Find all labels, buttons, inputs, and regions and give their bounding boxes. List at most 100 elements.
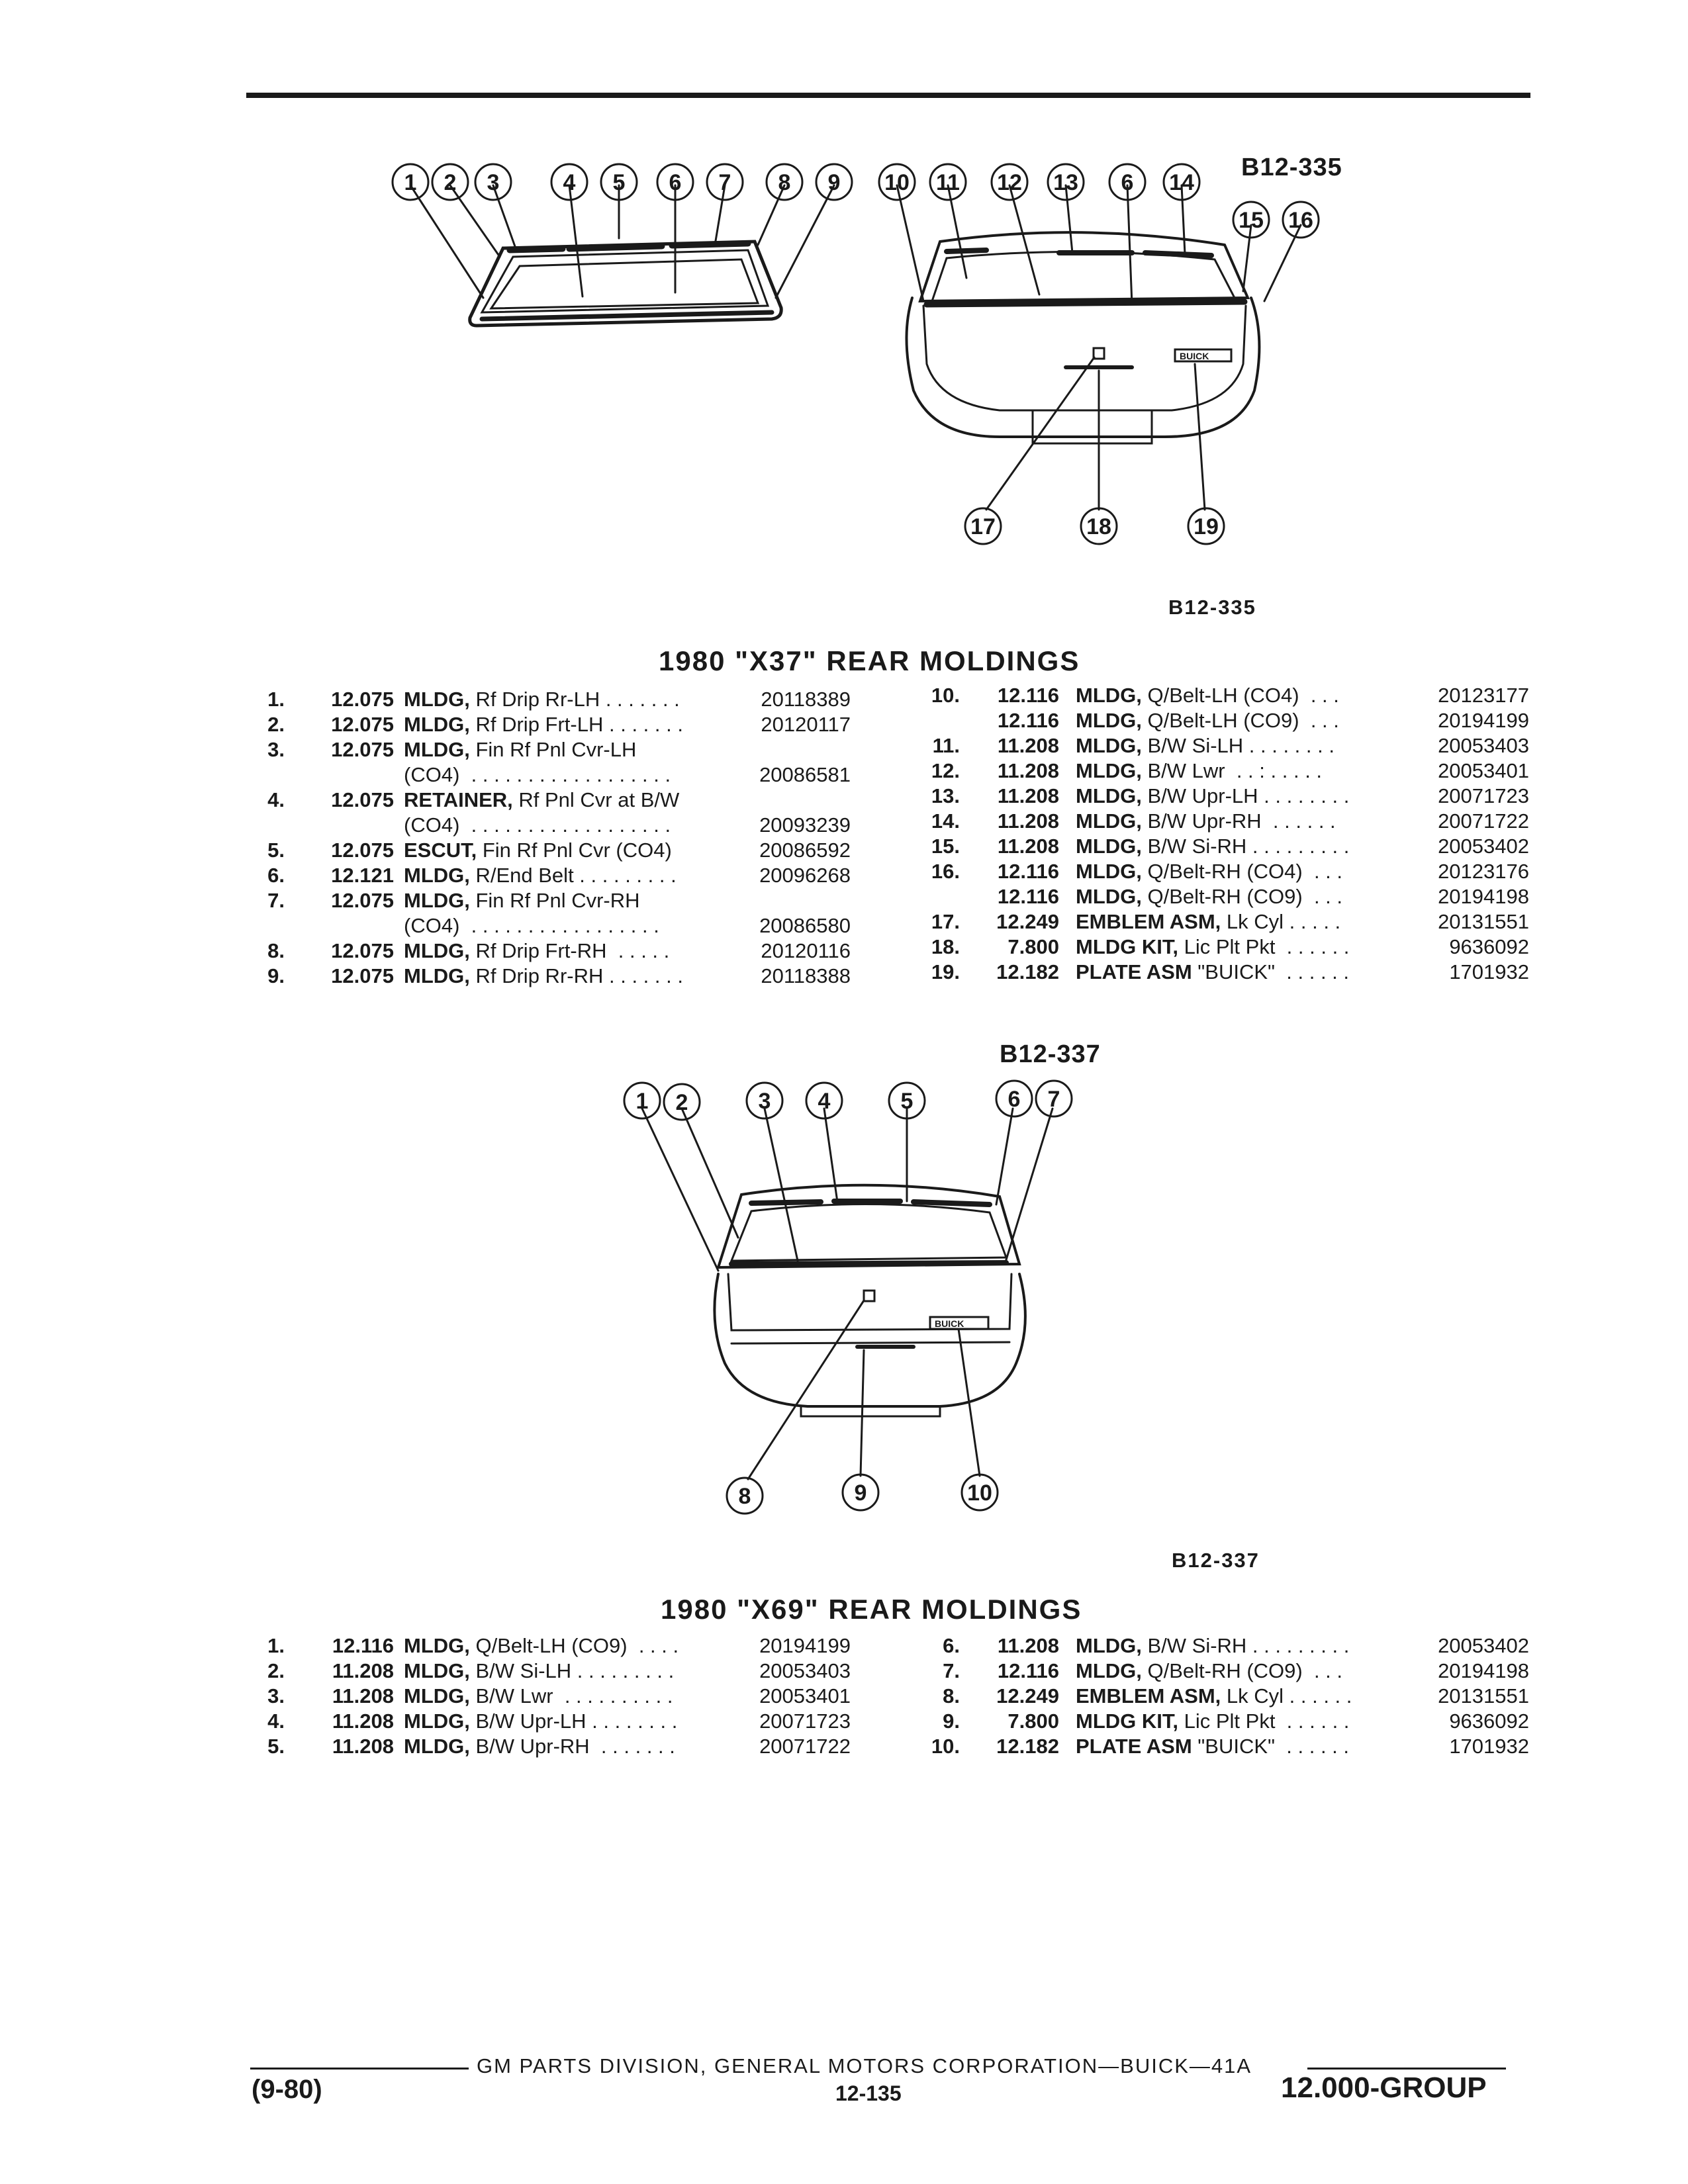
part-number: 20053402	[1438, 835, 1529, 858]
svg-text:12: 12	[997, 170, 1022, 195]
part-number: 20194198	[1438, 885, 1529, 908]
callout-14: 14	[1162, 163, 1201, 201]
item-number: 16.	[931, 860, 960, 883]
part-number: 20071723	[759, 1709, 851, 1733]
part-modifier: B/W Upr-RH	[469, 1735, 590, 1758]
x69-diagram: BUICK 1 2 3 4 5 6 7 8 9 10	[623, 1079, 1073, 1515]
group-number: 12.075	[331, 713, 394, 736]
svg-text:14: 14	[1169, 170, 1194, 195]
part-number: 20131551	[1438, 910, 1529, 933]
group-number: 12.075	[331, 889, 394, 912]
item-number: 7.	[267, 889, 285, 912]
item-number: 12.	[931, 759, 960, 782]
leader-dots: . . . . . . . . .	[573, 864, 682, 887]
leader-dots: . . . . . . . . . . . . . . . . . .	[459, 763, 677, 786]
part-modifier: R/End Belt	[469, 864, 574, 887]
part-description: EMBLEM ASM, Lk Cyl . . . . .	[1076, 909, 1346, 934]
part-noun: MLDG,	[1076, 734, 1142, 757]
group-number: 11.208	[997, 835, 1059, 858]
x37-diagram: BUICK 1 2 3 4 5 6 7 8 9 10 11	[391, 163, 1320, 545]
part-number: 20071722	[1438, 809, 1529, 833]
part-noun: ESCUT,	[404, 839, 477, 862]
callout-9: 9	[841, 1473, 880, 1512]
part-number: 9636092	[1449, 935, 1529, 958]
leader-dots: . . . . . . . .	[586, 1709, 683, 1733]
part-description: ESCUT, Fin Rf Pnl Cvr (CO4)	[404, 838, 677, 863]
part-noun: MLDG,	[1076, 1659, 1142, 1682]
group-number: 7.800	[1008, 1709, 1059, 1733]
part-number: 20071723	[1438, 784, 1529, 807]
part-description: MLDG, B/W Lwr . . : . . . . .	[1076, 758, 1328, 784]
group-number: 12.116	[997, 684, 1059, 707]
part-noun: MLDG,	[1076, 709, 1142, 732]
callout-7: 7	[706, 163, 744, 201]
leader-dots: . . . . . . .	[603, 964, 689, 987]
part-description: MLDG, Q/Belt-RH (CO9) . . .	[1076, 1659, 1348, 1684]
footer-rule-right	[1307, 2068, 1506, 2070]
part-modifier: Q/Belt-RH (CO9)	[1141, 885, 1303, 908]
group-number: 12.075	[331, 788, 394, 811]
svg-text:19: 19	[1194, 514, 1219, 539]
item-number: 2.	[267, 713, 285, 736]
leader-dots: . . . . . . .	[589, 1735, 681, 1758]
part-description: MLDG, Q/Belt-RH (CO9) . . .	[1076, 884, 1348, 909]
leader-dots: . . . . .	[1284, 910, 1346, 933]
svg-text:18: 18	[1086, 514, 1111, 539]
part-number: 20120117	[761, 713, 851, 736]
callout-15: 15	[1232, 201, 1270, 239]
part-modifier: Rf Drip Rr-LH	[469, 688, 600, 711]
part-noun: MLDG,	[404, 864, 470, 887]
group-number: 12.075	[331, 964, 394, 987]
part-number: 20118388	[761, 964, 851, 987]
part-noun: MLDG,	[1076, 835, 1142, 858]
item-number: 6.	[267, 864, 285, 887]
callout-6: 6	[995, 1079, 1033, 1118]
group-number: 11.208	[332, 1659, 394, 1682]
part-modifier: Q/Belt-LH (CO9)	[1141, 709, 1299, 732]
part-noun: MLDG,	[404, 688, 470, 711]
callout-12: 12	[990, 163, 1029, 201]
group-number: 12.121	[331, 864, 394, 887]
part-description: MLDG, B/W Upr-LH . . . . . . . .	[1076, 784, 1355, 809]
callout-2: 2	[431, 163, 469, 201]
callout-6: 6	[656, 163, 694, 201]
part-description: MLDG, B/W Si-LH . . . . . . . . .	[404, 1659, 680, 1684]
svg-text:1: 1	[636, 1089, 649, 1114]
leader-dots: . . .	[1302, 885, 1348, 908]
svg-text:10: 10	[884, 170, 910, 195]
group-number: 12.249	[996, 910, 1059, 933]
part-noun: MLDG,	[404, 1634, 470, 1657]
part-number: 20071722	[759, 1735, 851, 1758]
svg-text:1: 1	[404, 170, 417, 195]
group-number: 11.208	[997, 734, 1059, 757]
callout-17: 17	[964, 507, 1002, 545]
callout-16: 16	[1282, 201, 1320, 239]
part-modifier: Lic Plt Pkt	[1178, 1709, 1276, 1733]
group-number: 11.208	[997, 784, 1059, 807]
callout-11: 11	[929, 163, 967, 201]
callout-3: 3	[745, 1081, 784, 1120]
part-noun: MLDG KIT,	[1076, 1709, 1178, 1733]
part-noun: MLDG,	[404, 1709, 470, 1733]
part-modifier: B/W Upr-LH	[1141, 784, 1258, 807]
part-description: MLDG, Q/Belt-LH (CO9) . . . .	[404, 1633, 684, 1659]
footer-division: GM PARTS DIVISION, GENERAL MOTORS CORPOR…	[477, 2054, 1252, 2077]
part-modifier: B/W Upr-RH	[1141, 809, 1262, 833]
callout-2: 2	[663, 1083, 701, 1121]
part-modifier: Lk Cyl	[1221, 1684, 1284, 1707]
leader-dots: . . . . . . . .	[1243, 734, 1340, 757]
x37-callouts: 1 2 3 4 5 6 7 8 9 10 11 12 13 6 14 15 16…	[391, 163, 1320, 545]
group-number: 12.182	[996, 1735, 1059, 1758]
item-number: 2.	[267, 1659, 285, 1682]
parts-row: 2. 11.208 MLDG, B/W Si-LH . . . . . . . . …	[252, 1659, 861, 1684]
svg-text:11: 11	[936, 170, 960, 195]
item-number: 11.	[932, 734, 960, 757]
